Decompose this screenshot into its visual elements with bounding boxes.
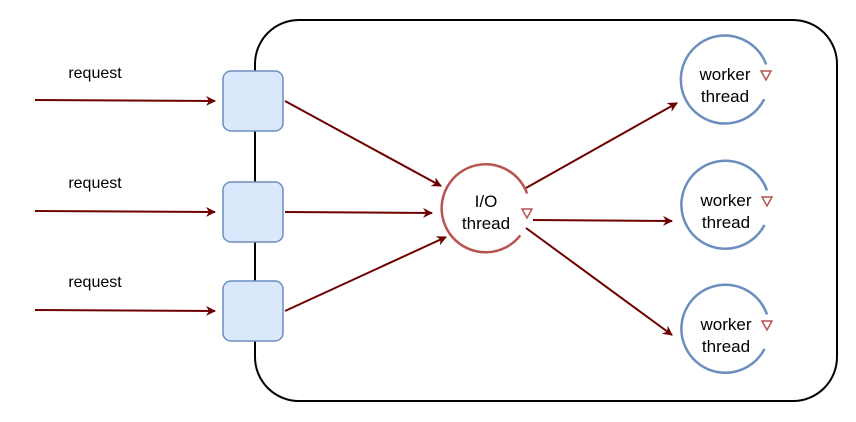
worker-thread-node: worker thread bbox=[680, 159, 774, 251]
io-thread-label: thread bbox=[462, 214, 510, 233]
request-arrow bbox=[34, 305, 216, 316]
worker-dispatch-arrow bbox=[525, 102, 678, 189]
worker-loop-circle bbox=[680, 283, 769, 375]
queue-slot bbox=[222, 70, 284, 132]
worker-thread-label: thread bbox=[702, 337, 750, 356]
loop-arrowhead-icon bbox=[759, 70, 773, 82]
io-thread-loop-circle bbox=[440, 163, 529, 254]
worker-loop-circle bbox=[680, 159, 769, 251]
worker-thread-label: worker bbox=[699, 191, 751, 210]
worker-thread-node: worker thread bbox=[680, 283, 774, 375]
loop-arrowhead-icon bbox=[760, 320, 774, 332]
request-label: request bbox=[68, 65, 122, 82]
worker-dispatch-arrow bbox=[532, 215, 673, 226]
dispatch-arrow bbox=[284, 100, 442, 187]
worker-thread-label: thread bbox=[701, 87, 749, 106]
worker-thread-node: worker thread bbox=[679, 34, 773, 125]
worker-thread-label: worker bbox=[698, 65, 750, 84]
worker-thread-label: thread bbox=[702, 213, 750, 232]
request-label: request bbox=[68, 274, 122, 291]
queue-slot bbox=[222, 181, 284, 243]
dispatch-arrow bbox=[284, 207, 433, 218]
io-thread-node: I/O thread bbox=[440, 163, 534, 254]
queue-slot bbox=[222, 280, 284, 342]
loop-arrowhead-icon bbox=[760, 196, 774, 208]
request-arrow bbox=[34, 95, 216, 106]
loop-arrowhead-icon bbox=[520, 208, 534, 220]
worker-thread-label: worker bbox=[699, 315, 751, 334]
worker-dispatch-arrow bbox=[525, 227, 673, 336]
dispatch-arrow bbox=[284, 236, 447, 312]
io-thread-label: I/O bbox=[475, 192, 498, 211]
request-arrow bbox=[34, 206, 216, 217]
worker-loop-circle bbox=[679, 34, 768, 125]
request-label: request bbox=[68, 175, 122, 192]
